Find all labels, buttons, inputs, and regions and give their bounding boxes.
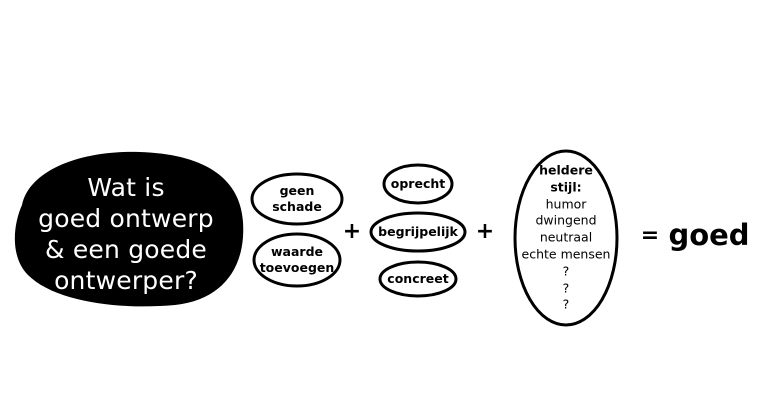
- label-line: geen: [279, 183, 315, 198]
- bubble-oprecht: [382, 163, 454, 205]
- question-line: goed ontwerp: [38, 204, 214, 233]
- question-text: Wat is goed ontwerp & een goede ontwerpe…: [38, 172, 214, 296]
- question-line: & een goede: [45, 235, 207, 264]
- bubble-heldere-stijl: [513, 149, 619, 327]
- label-begrijpelijk: begrijpelijk: [378, 224, 458, 239]
- label-oprecht: oprecht: [390, 176, 446, 191]
- style-list: heldere stijl: humor dwingend neutraal e…: [522, 162, 611, 313]
- style-title: stijl:: [550, 179, 582, 195]
- style-item: humor: [545, 196, 587, 212]
- bubble-begrijpelijk: [369, 211, 467, 253]
- style-item: dwingend: [535, 212, 597, 228]
- bubble-geen-schade: [250, 172, 344, 226]
- style-item: echte mensen: [521, 246, 611, 262]
- plus-operator-2: +: [475, 219, 495, 244]
- label-geen-schade: geen schade: [272, 183, 322, 215]
- label-waarde-toevoegen: waarde toevoegen: [260, 244, 335, 276]
- style-title: heldere: [539, 162, 593, 178]
- bubble-waarde-toevoegen: [252, 232, 342, 288]
- bubble-concreet: [378, 260, 458, 298]
- style-item: neutraal: [539, 229, 593, 245]
- plus-operator-1: +: [342, 219, 362, 244]
- question-blob: [14, 151, 244, 307]
- result-text: goed: [668, 218, 750, 252]
- question-line: Wat is: [87, 173, 165, 202]
- equals-operator: =: [640, 223, 660, 248]
- style-item: ?: [562, 296, 570, 312]
- question-line: ontwerper?: [54, 266, 198, 295]
- label-line: waarde: [270, 244, 323, 259]
- style-item: ?: [562, 263, 570, 279]
- label-concreet: concreet: [387, 271, 449, 286]
- label-line: toevoegen: [259, 260, 335, 275]
- label-line: schade: [272, 199, 322, 214]
- style-item: ?: [562, 279, 570, 295]
